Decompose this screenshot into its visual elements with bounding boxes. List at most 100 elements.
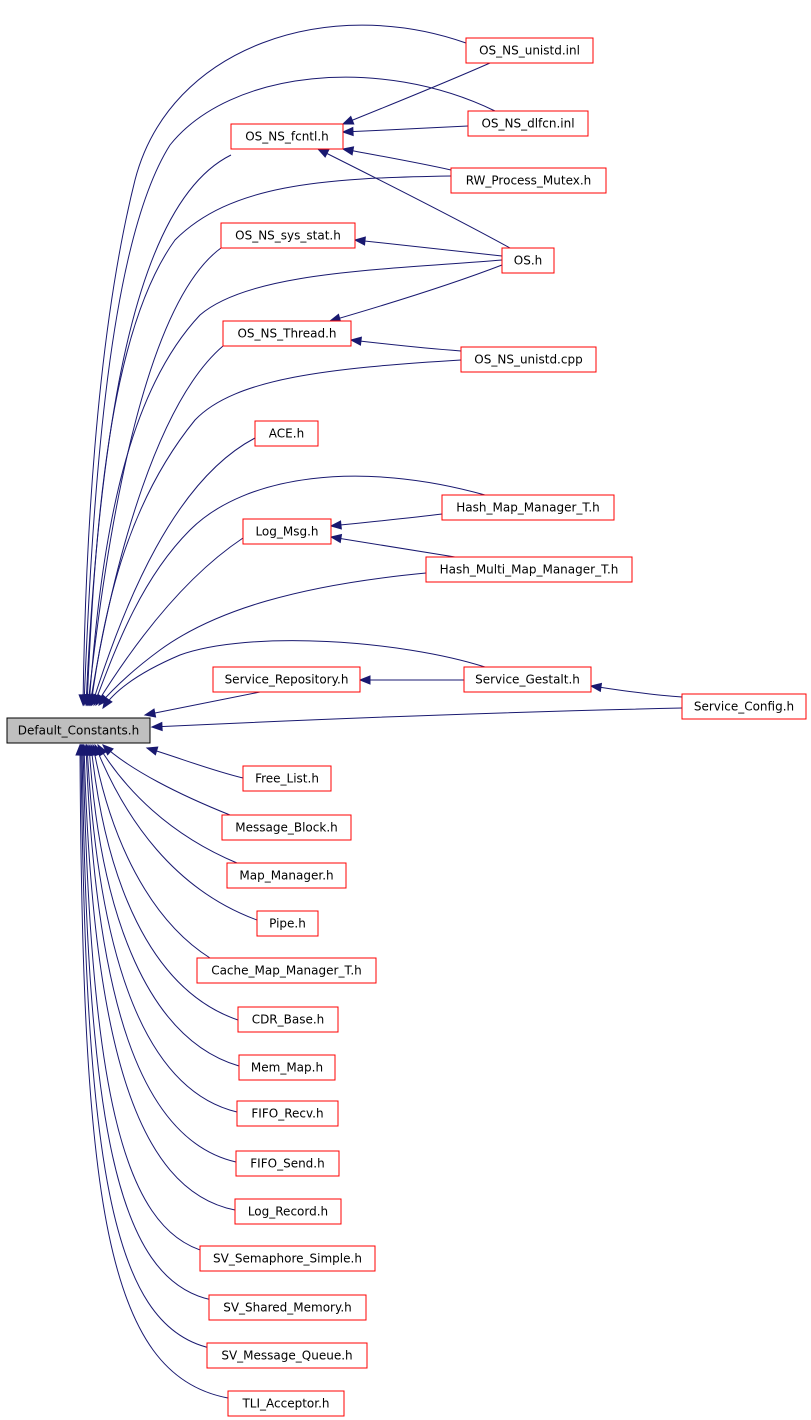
edge-os_h-to-os_ns_fcntl (317, 148, 511, 249)
node-box (220, 222, 356, 249)
node-box (465, 37, 594, 64)
node-label: OS_NS_Thread.h (237, 327, 336, 341)
node-box (425, 556, 633, 583)
arrowhead-os_ns_unistd_inl-to-os_ns_fcntl (341, 115, 355, 125)
node-label: OS.h (514, 254, 542, 268)
node-box (681, 693, 807, 720)
edge-free_list-to-default_constants (146, 747, 244, 779)
node-log-msg[interactable]: Log_Msg.h (242, 518, 332, 545)
edge-hash_multi_map_manager_t-to-default_constants (98, 572, 427, 706)
arrowhead-os_ns_unistd_cpp-to-os_ns_thread (349, 336, 362, 346)
node-label: Service_Gestalt.h (475, 673, 580, 687)
node-service-config[interactable]: Service_Config.h (681, 693, 807, 720)
node-label: OS_NS_unistd.inl (479, 44, 580, 58)
edge-map_manager-to-default_constants (97, 744, 238, 864)
edge-rw_process_mutex-to-default_constants (86, 175, 452, 706)
arrowhead-os_h-to-os_ns_fcntl (316, 148, 330, 158)
node-label: ACE.h (269, 427, 304, 441)
node-label: OS_NS_unistd.cpp (474, 353, 582, 367)
node-label: Default_Constants.h (18, 724, 139, 738)
node-hash-multi-map-manager-t[interactable]: Hash_Multi_Map_Manager_T.h (425, 556, 633, 583)
node-box (441, 494, 615, 521)
node-fifo-recv[interactable]: FIFO_Recv.h (236, 1100, 339, 1127)
node-service-gestalt[interactable]: Service_Gestalt.h (463, 666, 592, 693)
arrowhead-tli_acceptor-to-default_constants (75, 743, 85, 756)
node-default-constants[interactable]: Default_Constants.h (6, 717, 151, 744)
node-sv-message-queue[interactable]: SV_Message_Queue.h (206, 1342, 368, 1369)
node-log-record[interactable]: Log_Record.h (234, 1198, 342, 1225)
node-box (226, 862, 347, 889)
node-label: Service_Config.h (694, 700, 794, 714)
node-message-block[interactable]: Message_Block.h (221, 814, 352, 841)
node-label: RW_Process_Mutex.h (466, 174, 592, 188)
node-box (221, 814, 352, 841)
arrowhead-service_config-to-service_gestalt (589, 682, 603, 693)
node-label: SV_Semaphore_Simple.h (213, 1252, 362, 1266)
node-box (208, 1294, 367, 1321)
node-os-ns-sys-stat[interactable]: OS_NS_sys_stat.h (220, 222, 356, 249)
node-box (256, 910, 319, 937)
node-os-ns-unistd-cpp[interactable]: OS_NS_unistd.cpp (460, 346, 597, 373)
node-label: Cache_Map_Manager_T.h (211, 964, 362, 978)
node-box (237, 1006, 339, 1033)
edge-os_ns_dlfcn_inl-to-os_ns_fcntl (342, 125, 469, 133)
edge-os_ns_sys_stat-to-default_constants (87, 247, 222, 706)
node-box (235, 1150, 340, 1177)
edge-sv_semaphore_simple-to-default_constants (82, 744, 208, 1253)
node-ace-h[interactable]: ACE.h (254, 420, 319, 447)
node-free-list[interactable]: Free_List.h (242, 765, 332, 792)
arrowhead-service_config-to-default_constants (150, 721, 163, 732)
edge-cdr_base-to-default_constants (90, 744, 239, 1021)
node-label: Service_Repository.h (225, 673, 349, 687)
node-tli-acceptor[interactable]: TLI_Acceptor.h (227, 1390, 345, 1417)
node-label: Log_Record.h (248, 1205, 328, 1219)
node-rw-process-mutex[interactable]: RW_Process_Mutex.h (450, 167, 607, 194)
edge-hash_multi_map_manager_t-to-log_msg (330, 536, 456, 558)
node-box (206, 1342, 368, 1369)
node-box (199, 1245, 376, 1272)
node-label: Message_Block.h (235, 821, 337, 835)
arrowhead-message_block-to-default_constants (102, 744, 114, 756)
node-map-manager[interactable]: Map_Manager.h (226, 862, 347, 889)
node-label: Hash_Map_Manager_T.h (456, 501, 599, 515)
edge-hash_map_manager_t-to-log_msg (330, 513, 443, 527)
edge-os_ns_unistd_inl-to-os_ns_fcntl (342, 62, 491, 125)
arrowhead-free_list-to-default_constants (145, 746, 159, 756)
node-label: SV_Shared_Memory.h (223, 1301, 352, 1315)
arrowhead-hash_map_manager_t-to-log_msg (329, 520, 342, 530)
node-mem-map[interactable]: Mem_Map.h (238, 1054, 336, 1081)
node-sv-shared-memory[interactable]: SV_Shared_Memory.h (208, 1294, 367, 1321)
node-sv-semaphore-simple[interactable]: SV_Semaphore_Simple.h (199, 1245, 376, 1272)
node-fifo-send[interactable]: FIFO_Send.h (235, 1150, 340, 1177)
node-label: CDR_Base.h (252, 1013, 325, 1027)
node-box (196, 957, 377, 984)
edge-sv_shared_memory-to-default_constants (81, 744, 213, 1301)
node-service-repository[interactable]: Service_Repository.h (212, 666, 361, 693)
node-os-ns-unistd-inl[interactable]: OS_NS_unistd.inl (465, 37, 594, 64)
node-cache-map-manager-t[interactable]: Cache_Map_Manager_T.h (196, 957, 377, 984)
node-os-h[interactable]: OS.h (501, 247, 555, 274)
arrowhead-rw_process_mutex-to-os_ns_fcntl (341, 146, 355, 156)
node-os-ns-thread[interactable]: OS_NS_Thread.h (222, 320, 352, 347)
edge-service_gestalt-to-default_constants (102, 640, 486, 709)
node-os-ns-fcntl[interactable]: OS_NS_fcntl.h (230, 123, 344, 150)
edge-fifo_recv-to-default_constants (86, 744, 238, 1113)
node-box (238, 1054, 336, 1081)
node-box (234, 1198, 342, 1225)
node-cdr-base[interactable]: CDR_Base.h (237, 1006, 339, 1033)
node-os-ns-dlfcn-inl[interactable]: OS_NS_dlfcn.inl (467, 110, 589, 137)
node-label: Hash_Multi_Map_Manager_T.h (440, 563, 619, 577)
node-box (230, 123, 344, 150)
node-box (460, 346, 597, 373)
node-pipe-h[interactable]: Pipe.h (256, 910, 319, 937)
arrowhead-hash_multi_map_manager_t-to-log_msg (329, 533, 343, 544)
arrowhead-os_ns_dlfcn_inl-to-os_ns_fcntl (341, 126, 354, 137)
node-hash-map-manager-t[interactable]: Hash_Map_Manager_T.h (441, 494, 615, 521)
edges-layer (75, 24, 683, 1399)
edge-rw_process_mutex-to-os_ns_fcntl (342, 148, 452, 171)
node-box (463, 666, 592, 693)
node-box (242, 765, 332, 792)
node-box (467, 110, 589, 137)
edge-log_record-to-default_constants (83, 744, 236, 1211)
